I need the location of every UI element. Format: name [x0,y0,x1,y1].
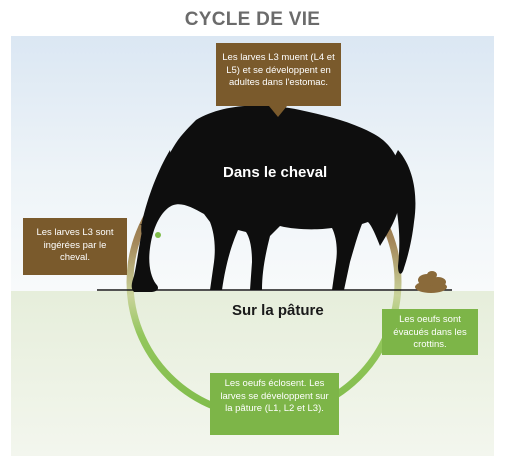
box-top-text: Les larves L3 muent (L4 et L5) et se dév… [222,52,335,88]
horse-silhouette [131,105,416,292]
box-top-stomach: Les larves L3 muent (L4 et L5) et se dév… [216,43,341,106]
cycle-marker [155,232,161,238]
dung-pile [415,271,447,293]
diagram-title: CYCLE DE VIE [184,9,321,30]
top-box-pointer [269,106,287,117]
box-bottom-text: Les oeufs éclosent. Les larves se dévelo… [220,378,329,414]
box-bottom-hatching: Les oeufs éclosent. Les larves se dévelo… [210,373,339,435]
box-left-text: Les larves L3 sont ingérées par le cheva… [36,227,114,263]
box-left-ingestion: Les larves L3 sont ingérées par le cheva… [23,218,127,275]
label-on-pasture: Sur la pâture [232,302,324,319]
box-right-text: Les oeufs sont évacués dans les crottins… [393,314,467,350]
box-right-excretion: Les oeufs sont évacués dans les crottins… [382,309,478,355]
label-inside-horse: Dans le cheval [223,164,328,181]
